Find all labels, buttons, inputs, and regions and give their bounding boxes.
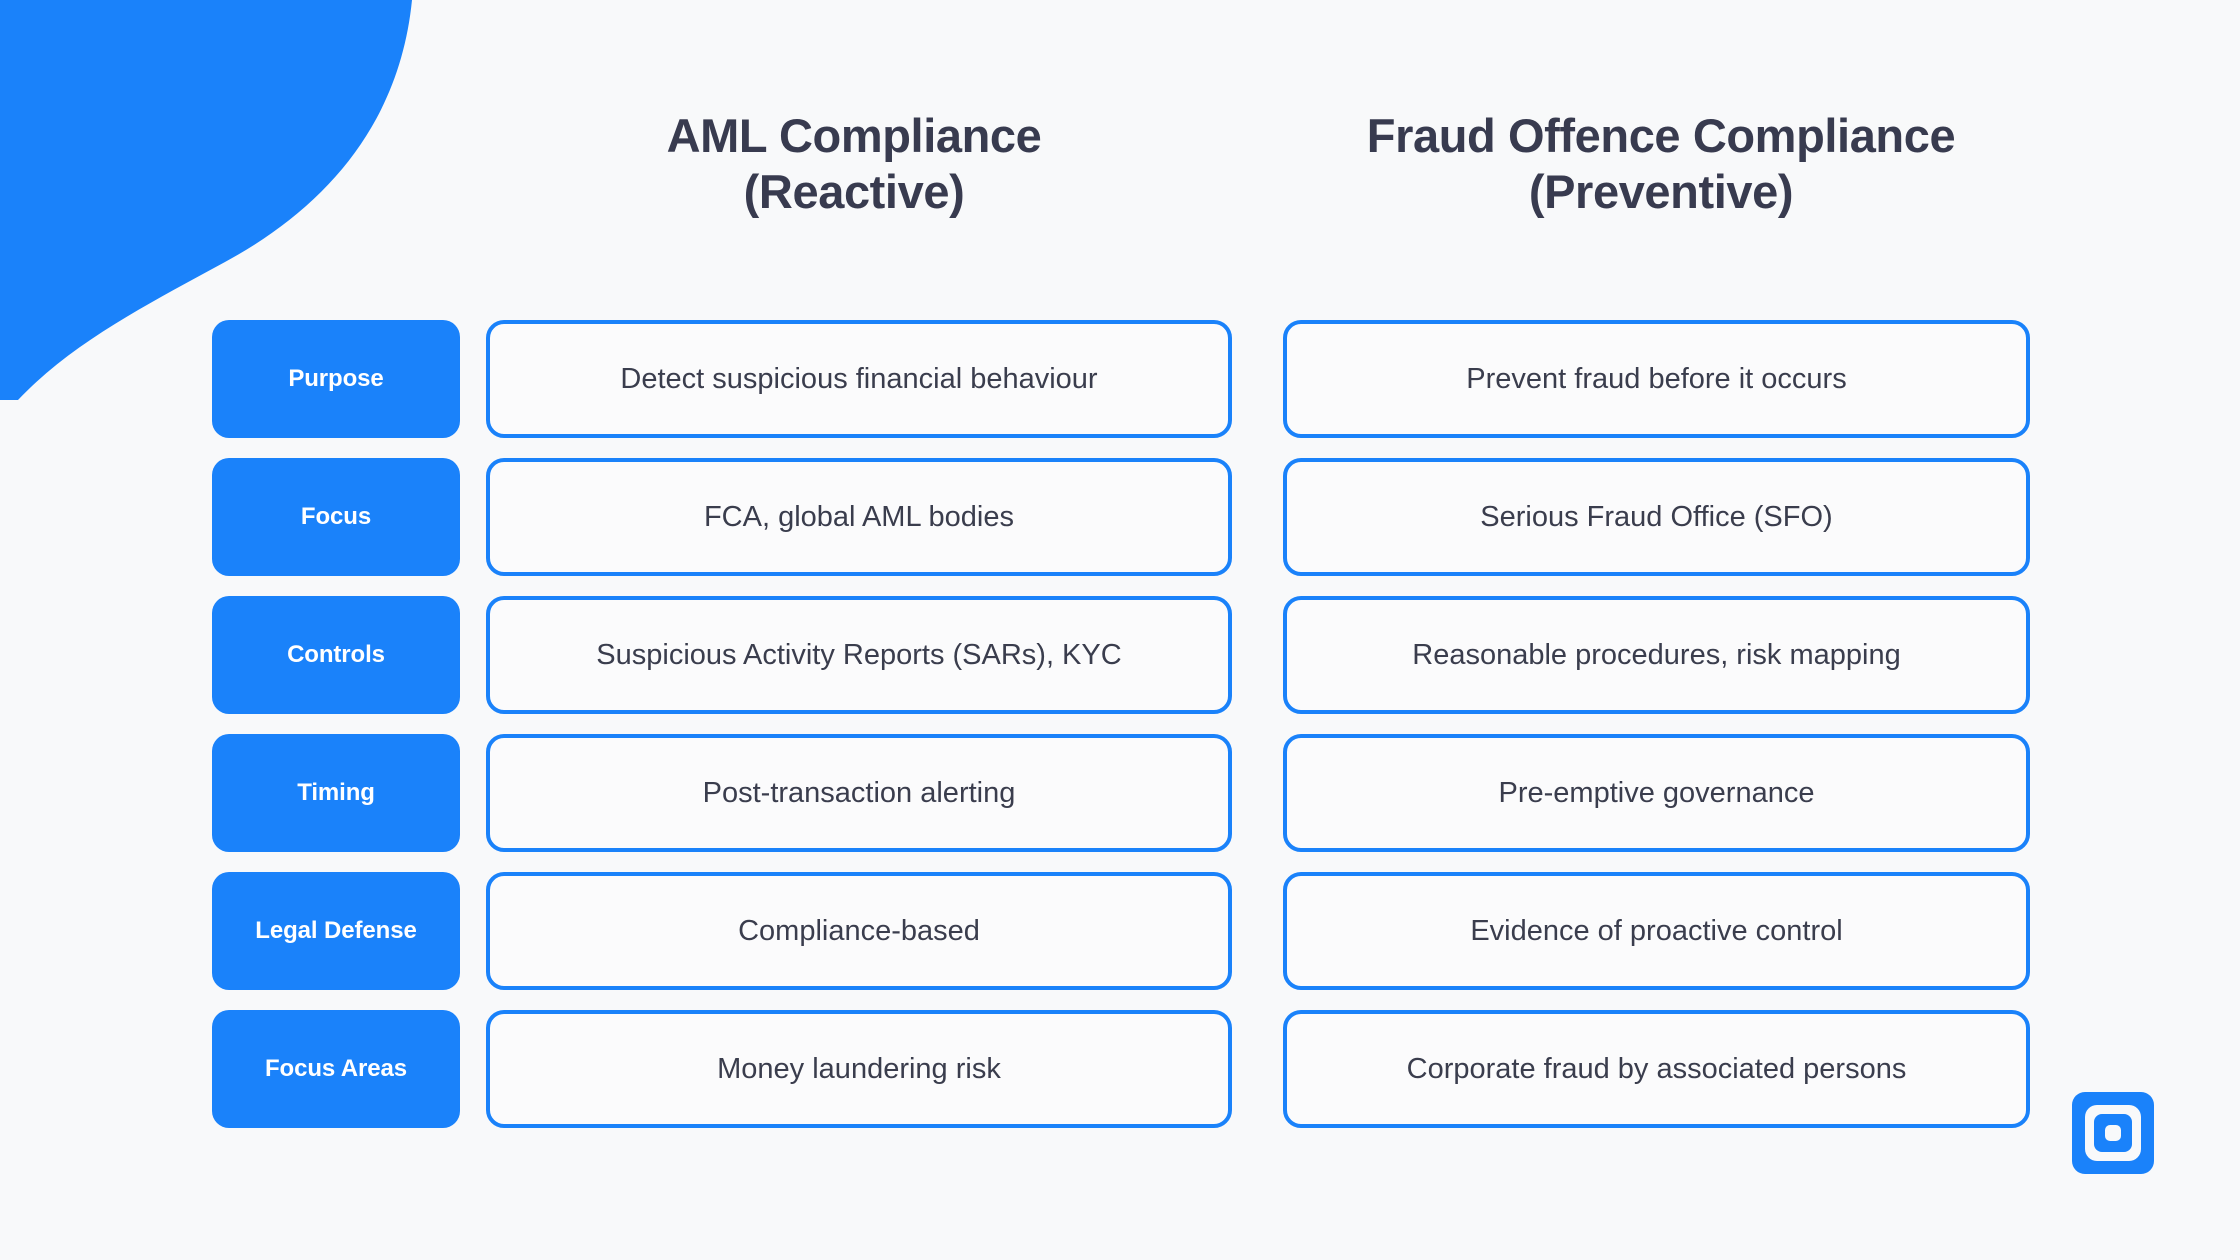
cell-aml-controls: Suspicious Activity Reports (SARs), KYC: [486, 596, 1232, 714]
table-row: Focus Areas Money laundering risk Corpor…: [0, 1010, 2240, 1128]
table-row: Timing Post-transaction alerting Pre-emp…: [0, 734, 2240, 852]
cell-fraud-focus: Serious Fraud Office (SFO): [1283, 458, 2030, 576]
cell-aml-timing: Post-transaction alerting: [486, 734, 1232, 852]
table-row: Controls Suspicious Activity Reports (SA…: [0, 596, 2240, 714]
column-header-fraud-line1: Fraud Offence Compliance: [1366, 109, 1956, 162]
cell-aml-focus: FCA, global AML bodies: [486, 458, 1232, 576]
column-header-fraud: Fraud Offence Compliance (Preventive): [1288, 108, 2034, 221]
cell-aml-legal-defense: Compliance-based: [486, 872, 1232, 990]
row-label-focus-areas: Focus Areas: [212, 1010, 460, 1128]
cell-fraud-timing: Pre-emptive governance: [1283, 734, 2030, 852]
row-label-purpose: Purpose: [212, 320, 460, 438]
brand-logo-icon: [2072, 1092, 2154, 1174]
table-row: Focus FCA, global AML bodies Serious Fra…: [0, 458, 2240, 576]
column-header-aml-line1: AML Compliance: [666, 109, 1042, 162]
column-header-aml-line2: (Reactive): [743, 165, 965, 219]
cell-fraud-controls: Reasonable procedures, risk mapping: [1283, 596, 2030, 714]
row-label-legal-defense: Legal Defense: [212, 872, 460, 990]
cell-fraud-purpose: Prevent fraud before it occurs: [1283, 320, 2030, 438]
column-header-aml: AML Compliance (Reactive): [486, 108, 1222, 221]
cell-fraud-legal-defense: Evidence of proactive control: [1283, 872, 2030, 990]
cell-aml-purpose: Detect suspicious financial behaviour: [486, 320, 1232, 438]
table-row: Legal Defense Compliance-based Evidence …: [0, 872, 2240, 990]
cell-fraud-focus-areas: Corporate fraud by associated persons: [1283, 1010, 2030, 1128]
row-label-focus: Focus: [212, 458, 460, 576]
row-label-controls: Controls: [212, 596, 460, 714]
comparison-grid: Purpose Detect suspicious financial beha…: [0, 320, 2240, 1148]
cell-aml-focus-areas: Money laundering risk: [486, 1010, 1232, 1128]
column-header-fraud-line2: (Preventive): [1528, 165, 1794, 219]
table-row: Purpose Detect suspicious financial beha…: [0, 320, 2240, 438]
row-label-timing: Timing: [212, 734, 460, 852]
